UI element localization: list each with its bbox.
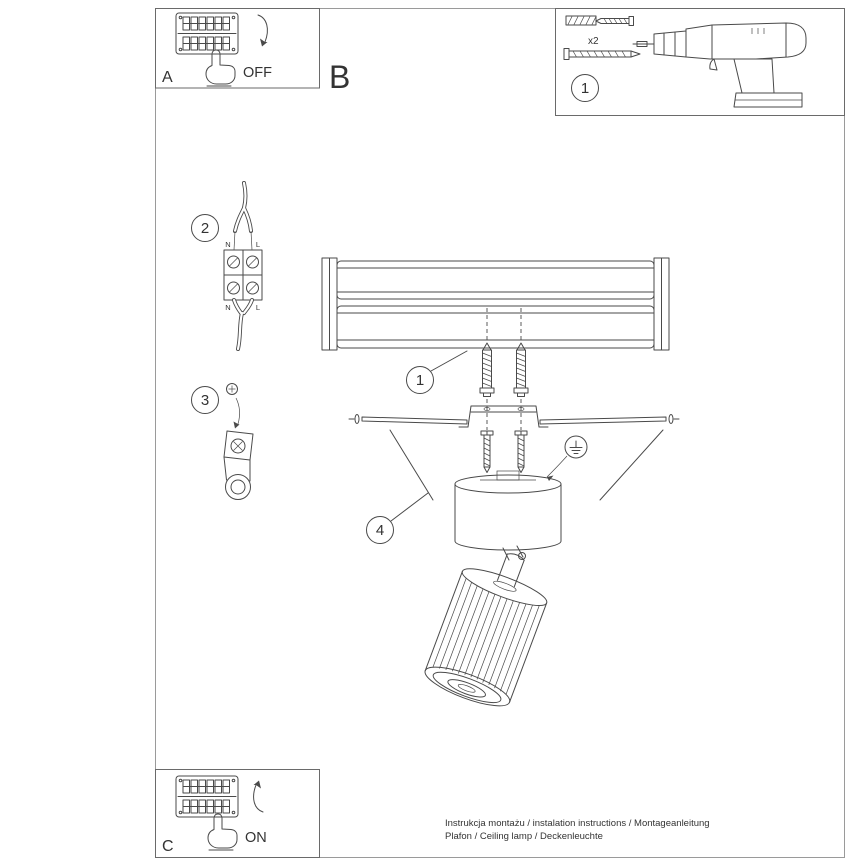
section-a-box: A OFF <box>155 8 320 89</box>
flip-off-arrow-icon <box>257 14 268 47</box>
parts-box: x2 <box>555 8 845 116</box>
breaker-panel-icon-c <box>175 775 239 818</box>
breaker-panel-icon <box>175 12 239 55</box>
wiring-illustration: 2 N L N L <box>191 181 263 351</box>
bracket-screws <box>480 399 528 473</box>
screw-count-label: x2 <box>588 36 599 47</box>
step-2-number: 2 <box>201 220 209 237</box>
wall-plug-icon <box>565 15 597 26</box>
long-screw-icon <box>563 48 641 60</box>
step-4-number: 4 <box>376 522 384 539</box>
section-a-label: A <box>162 69 173 86</box>
footer-line-1: Instrukcja montażu / instalation instruc… <box>445 818 710 829</box>
step-4-leader-line <box>390 492 429 522</box>
step-1-number: 1 <box>416 372 424 389</box>
step-3-badge: 3 <box>191 386 219 414</box>
lamp-head-illustration <box>424 553 548 707</box>
section-c-box: C ON <box>155 769 320 858</box>
flip-on-arrow-icon <box>253 780 264 813</box>
hand-icon <box>205 49 236 87</box>
hand-icon-c <box>207 813 238 851</box>
mounting-screws <box>479 307 529 397</box>
mounting-strap <box>348 414 680 425</box>
section-c-label: C <box>162 838 174 855</box>
grounding-illustration: 3 <box>191 383 254 500</box>
terminal-label-n-top: N <box>225 240 230 249</box>
parts-step-badge: 1 <box>571 74 599 102</box>
ceiling-rail-illustration <box>321 257 670 351</box>
section-b-label: B <box>329 59 350 95</box>
on-label: ON <box>245 830 267 846</box>
step-1-badge: 1 <box>406 350 468 394</box>
terminal-block <box>223 249 263 301</box>
alignment-guides <box>389 429 664 501</box>
off-label: OFF <box>243 65 272 81</box>
terminal-label-n-bottom: N <box>225 303 230 312</box>
canopy-bracket <box>458 405 549 428</box>
footer-line-2: Plafon / Ceiling lamp / Deckenleuchte <box>445 831 603 842</box>
step-4-badge: 4 <box>366 492 429 544</box>
drill-icon <box>632 22 807 108</box>
canopy-illustration <box>454 470 562 561</box>
parts-step-number: 1 <box>581 80 589 97</box>
step-3-number: 3 <box>201 392 209 409</box>
screw-icon <box>595 16 634 26</box>
page-border <box>155 8 845 858</box>
terminal-label-l-bottom: L <box>256 303 260 312</box>
ground-symbol-badge <box>546 435 588 481</box>
ground-screw-icon <box>226 383 240 429</box>
step-1-leader-line <box>430 350 468 372</box>
ground-clamp-illustration <box>223 430 254 500</box>
terminal-label-l-top: L <box>256 240 260 249</box>
step-2-badge: 2 <box>191 214 219 242</box>
